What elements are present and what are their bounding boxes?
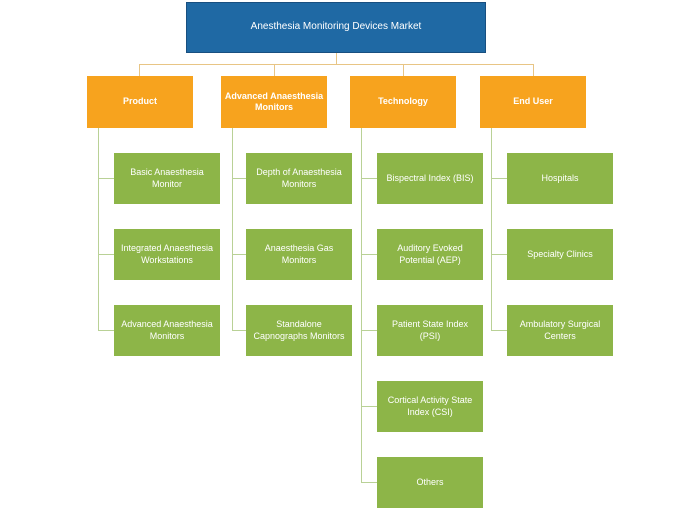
- leaf-label: Others: [416, 476, 444, 487]
- leaf-connector-product-spine: [98, 128, 99, 330]
- leaf-anaesthesia-gas-monitors: Anaesthesia Gas Monitors: [246, 229, 352, 280]
- category-technology: Technology: [350, 76, 456, 128]
- leaf-connector-advanced-1: [232, 178, 246, 179]
- leaf-patient-state-index: Patient State Index (PSI): [377, 305, 483, 356]
- leaf-depth-of-anaesthesia-monitors: Depth of Anaesthesia Monitors: [246, 153, 352, 204]
- leaf-connector-technology-4: [361, 406, 377, 407]
- leaf-label: Patient State Index (PSI): [391, 319, 469, 341]
- leaf-connector-technology-1: [361, 178, 377, 179]
- leaf-connector-end-user-1: [491, 178, 507, 179]
- leaf-auditory-evoked-potential: Auditory Evoked Potential (AEP): [377, 229, 483, 280]
- leaf-connector-technology-5: [361, 482, 377, 483]
- category-label: Product: [122, 96, 157, 107]
- cat-connector-technology: [403, 64, 404, 76]
- category-label: Technology: [378, 96, 428, 107]
- leaf-hospitals: Hospitals: [507, 153, 613, 204]
- leaf-label: Standalone Capnographs Monitors: [253, 319, 345, 341]
- leaf-connector-advanced-3: [232, 330, 246, 331]
- leaf-ambulatory-surgical-centers: Ambulatory Surgical Centers: [507, 305, 613, 356]
- root-connector-horizontal: [139, 64, 534, 65]
- category-label: End User: [513, 96, 553, 107]
- leaf-connector-end-user-2: [491, 254, 507, 255]
- leaf-label: Advanced Anaesthesia Monitors: [121, 319, 213, 341]
- leaf-label: Specialty Clinics: [527, 248, 593, 259]
- leaf-specialty-clinics: Specialty Clinics: [507, 229, 613, 280]
- category-product: Product: [87, 76, 193, 128]
- leaf-connector-technology-2: [361, 254, 377, 255]
- leaf-label: Cortical Activity State Index (CSI): [387, 395, 473, 417]
- leaf-connector-product-3: [98, 330, 114, 331]
- category-end-user: End User: [480, 76, 586, 128]
- leaf-label: Anaesthesia Gas Monitors: [264, 243, 334, 265]
- leaf-connector-product-2: [98, 254, 114, 255]
- leaf-label: Bispectral Index (BIS): [386, 172, 474, 183]
- leaf-cortical-activity-state-index: Cortical Activity State Index (CSI): [377, 381, 483, 432]
- leaf-label: Basic Anaesthesia Monitor: [130, 167, 204, 189]
- category-label: Advanced Anaesthesia Monitors: [224, 90, 324, 112]
- leaf-others: Others: [377, 457, 483, 508]
- root-label: Anesthesia Monitoring Devices Market: [250, 21, 422, 33]
- cat-connector-end-user: [533, 64, 534, 76]
- category-advanced-anaesthesia-monitors: Advanced Anaesthesia Monitors: [221, 76, 327, 128]
- leaf-label: Ambulatory Surgical Centers: [519, 319, 601, 341]
- leaf-bispectral-index: Bispectral Index (BIS): [377, 153, 483, 204]
- cat-connector-product: [139, 64, 140, 76]
- leaf-advanced-anaesthesia-monitors: Advanced Anaesthesia Monitors: [114, 305, 220, 356]
- root-node: Anesthesia Monitoring Devices Market: [186, 2, 486, 53]
- leaf-label: Auditory Evoked Potential (AEP): [397, 243, 463, 265]
- leaf-label: Hospitals: [541, 172, 579, 183]
- leaf-connector-technology-spine: [361, 128, 362, 482]
- cat-connector-advanced: [274, 64, 275, 76]
- root-connector-vertical: [336, 53, 337, 64]
- leaf-integrated-anaesthesia-workstations: Integrated Anaesthesia Workstations: [114, 229, 220, 280]
- leaf-basic-anaesthesia-monitor: Basic Anaesthesia Monitor: [114, 153, 220, 204]
- leaf-connector-advanced-spine: [232, 128, 233, 330]
- leaf-standalone-capnographs-monitors: Standalone Capnographs Monitors: [246, 305, 352, 356]
- leaf-connector-end-user-spine: [491, 128, 492, 330]
- leaf-connector-advanced-2: [232, 254, 246, 255]
- leaf-label: Integrated Anaesthesia Workstations: [120, 243, 214, 265]
- leaf-connector-product-1: [98, 178, 114, 179]
- leaf-connector-technology-3: [361, 330, 377, 331]
- leaf-label: Depth of Anaesthesia Monitors: [256, 167, 342, 189]
- leaf-connector-end-user-3: [491, 330, 507, 331]
